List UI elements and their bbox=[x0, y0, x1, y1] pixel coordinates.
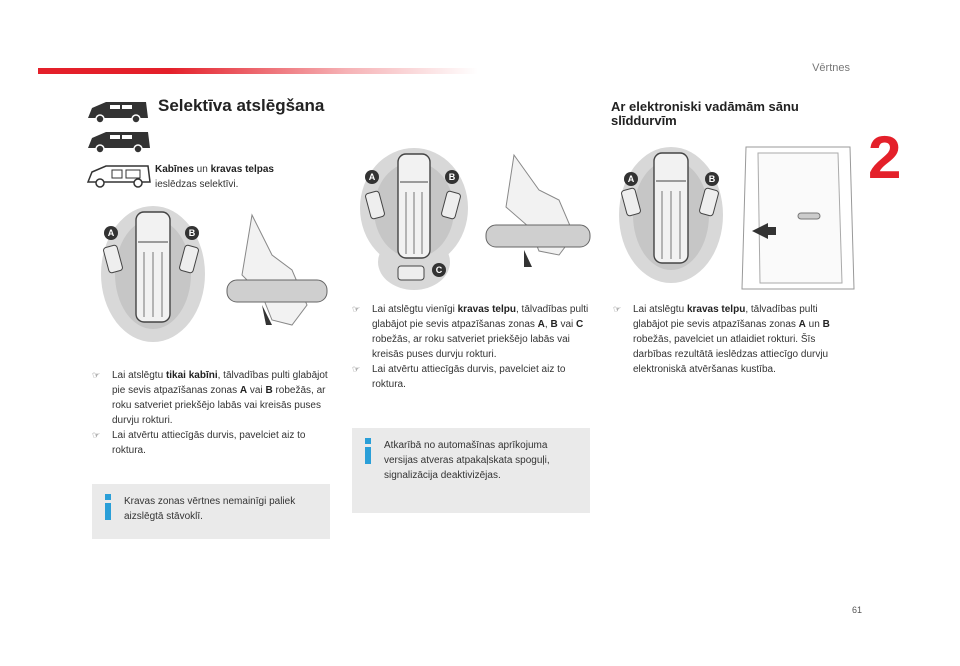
middle-info-box: Atkarībā no automašīnas aprīkojuma versi… bbox=[352, 428, 590, 513]
hand-door-handle-illustration bbox=[485, 153, 591, 267]
chapter-number: 2 bbox=[868, 124, 902, 191]
van-topview-cabin-diagram bbox=[101, 206, 205, 342]
bullet-arrow-icon: ☞ bbox=[352, 364, 361, 374]
zone-a-badge bbox=[365, 170, 379, 184]
zone-a-label: A bbox=[627, 174, 635, 184]
van-topview-cargo-diagram bbox=[360, 148, 468, 290]
header-red-bar bbox=[38, 68, 478, 74]
middle-bullets: ☞ Lai atslēgtu vienīgi kravas telpu, tāl… bbox=[352, 302, 590, 392]
right-bullets: ☞ Lai atslēgtu kravas telpu, tālvadības … bbox=[613, 302, 853, 377]
bullet-arrow-icon: ☞ bbox=[613, 304, 622, 314]
van-cabin-icon bbox=[86, 165, 151, 188]
sliding-door-illustration bbox=[741, 146, 855, 290]
zone-b-badge bbox=[185, 226, 199, 240]
section-title-right: Ar elektroniski vadāmām sānu slīddurvīm bbox=[611, 99, 799, 129]
bullet-arrow-icon: ☞ bbox=[92, 430, 101, 440]
intro-text: Kabīnes un kravas telpas ieslēdzas selek… bbox=[155, 164, 274, 190]
left-bullet-2: ☞ Lai atvērtu attiecīgās durvis, pavelci… bbox=[92, 430, 306, 456]
van-short-icon bbox=[88, 102, 148, 124]
zone-a-badge bbox=[104, 226, 118, 240]
left-bullet-1: ☞ Lai atslēgtu tikai kabīni, tālvadības … bbox=[92, 370, 328, 426]
zone-b-label: B bbox=[448, 172, 456, 182]
section-name: Vērtnes bbox=[812, 62, 850, 74]
zone-c-label: C bbox=[435, 265, 443, 275]
zone-b-badge bbox=[705, 172, 719, 186]
left-info-box: Kravas zonas vērtnes nemainīgi paliek ai… bbox=[92, 484, 330, 539]
middle-bullet-1: ☞ Lai atslēgtu vienīgi kravas telpu, tāl… bbox=[352, 304, 589, 360]
left-bullets: ☞ Lai atslēgtu tikai kabīni, tālvadības … bbox=[92, 368, 330, 458]
zone-b-badge bbox=[445, 170, 459, 184]
bullet-arrow-icon: ☞ bbox=[352, 304, 361, 314]
zone-b-label: B bbox=[708, 174, 716, 184]
van-topview-sliding-door-diagram bbox=[619, 147, 723, 283]
van-long-icon bbox=[88, 132, 150, 154]
zone-a-label: A bbox=[368, 172, 376, 182]
zone-b-label: B bbox=[188, 228, 196, 238]
zone-a-label: A bbox=[107, 228, 115, 238]
hand-door-handle-illustration bbox=[226, 213, 328, 326]
info-icon bbox=[365, 438, 371, 464]
info-icon bbox=[105, 494, 111, 520]
right-bullet-1: ☞ Lai atslēgtu kravas telpu, tālvadības … bbox=[613, 304, 830, 375]
bullet-arrow-icon: ☞ bbox=[92, 370, 101, 380]
zone-a-badge bbox=[624, 172, 638, 186]
page-title: Selektīva atslēgšana bbox=[158, 96, 325, 115]
middle-bullet-2: ☞ Lai atvērtu attiecīgās durvis, pavelci… bbox=[352, 364, 566, 390]
page-number: 61 bbox=[852, 605, 863, 615]
zone-c-badge bbox=[432, 263, 446, 277]
